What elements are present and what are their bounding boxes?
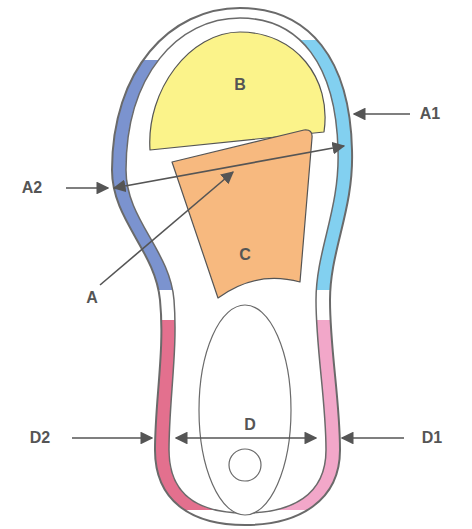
callout-label: D1: [420, 429, 444, 447]
region-letter: D: [242, 416, 258, 434]
callout-label: D2: [28, 429, 52, 447]
callout-label: A: [84, 289, 100, 307]
heel-region-box: B: [150, 32, 325, 150]
midfoot-region-box: C: [172, 130, 312, 298]
region-letter: C: [237, 246, 253, 264]
heel-oval: D: [199, 305, 291, 515]
callout-label: A1: [418, 105, 442, 123]
callout-label: A2: [20, 179, 44, 197]
region-letter: B: [232, 76, 248, 94]
